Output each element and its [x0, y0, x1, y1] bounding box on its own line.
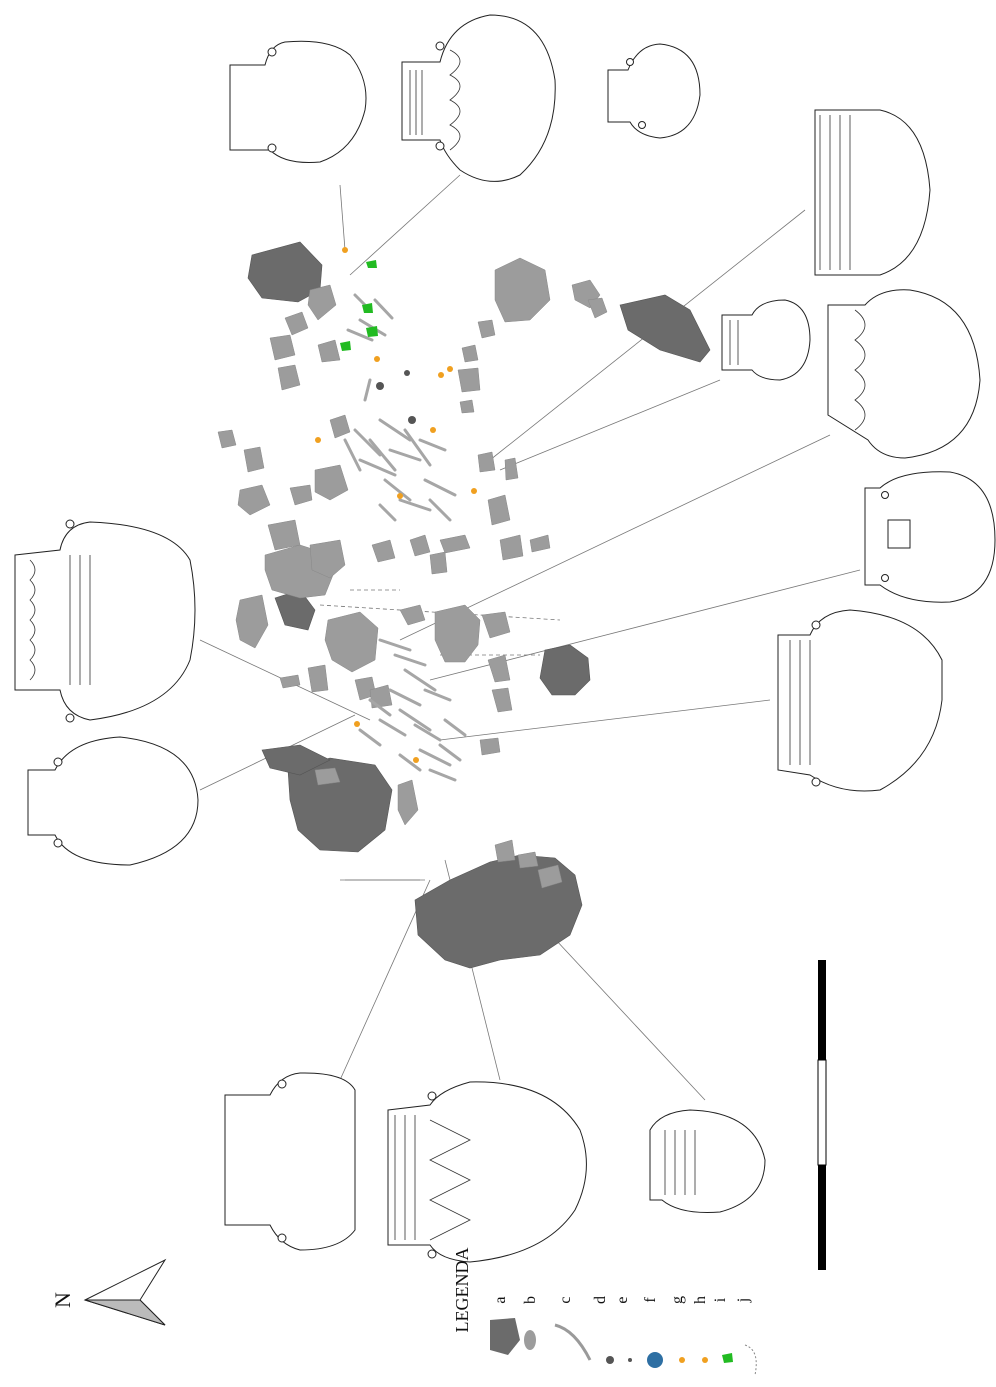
- vessel-drawings: [14, 14, 996, 1263]
- legend-letter-e: e: [614, 1296, 631, 1303]
- legend: LEGENDA a b c d e f g h i j: [452, 1248, 757, 1376]
- legend-icon-j: [744, 1344, 757, 1376]
- legend-letter-i: i: [712, 1297, 729, 1302]
- legend-icon-a: [490, 1318, 520, 1355]
- vessel-right-5: [777, 609, 943, 792]
- legend-letter-a: a: [492, 1296, 509, 1303]
- vessel-top-3: [607, 43, 701, 139]
- legend-title: LEGENDA: [452, 1248, 472, 1333]
- north-arrow-icon: N: [50, 1258, 167, 1326]
- stones-small: [217, 257, 608, 889]
- vessel-top-2: [401, 14, 556, 182]
- legend-letter-c: c: [557, 1296, 574, 1303]
- finds-dots: [315, 247, 477, 763]
- vessel-bottom-1: [224, 1072, 356, 1251]
- legend-icon-f: [647, 1352, 663, 1368]
- legend-letter-b: b: [522, 1296, 539, 1304]
- vessel-right-2: [721, 299, 811, 381]
- stone-slabs-large: [247, 241, 711, 969]
- legend-letter-j: j: [735, 1298, 752, 1303]
- legend-letter-h: h: [692, 1296, 709, 1304]
- legend-letter-f: f: [642, 1297, 659, 1303]
- legend-icon-h: [702, 1357, 708, 1363]
- vessel-bottom-2: [387, 1081, 587, 1263]
- vessel-left-1: [14, 521, 196, 721]
- vessel-decoration: [29, 49, 866, 1241]
- vessel-bottom-3: [649, 1109, 766, 1213]
- bones: [343, 293, 467, 782]
- legend-icon-e: [628, 1358, 632, 1362]
- legend-icon-d: [606, 1356, 614, 1364]
- vessel-right-4: [864, 471, 996, 603]
- legend-icon-c: [554, 1323, 592, 1361]
- legend-icon-b: [524, 1330, 536, 1350]
- legend-icon-g: [679, 1357, 685, 1363]
- vessel-right-3: [827, 289, 981, 459]
- vessel-left-2: [27, 736, 199, 866]
- legend-letter-d: d: [592, 1296, 609, 1304]
- legend-icon-i: [722, 1353, 733, 1363]
- legend-letter-g: g: [669, 1296, 686, 1304]
- vessel-right-1: [814, 109, 931, 276]
- north-label: N: [50, 1292, 75, 1308]
- vessel-top-1: [229, 40, 367, 163]
- scale-bar: [817, 960, 827, 1270]
